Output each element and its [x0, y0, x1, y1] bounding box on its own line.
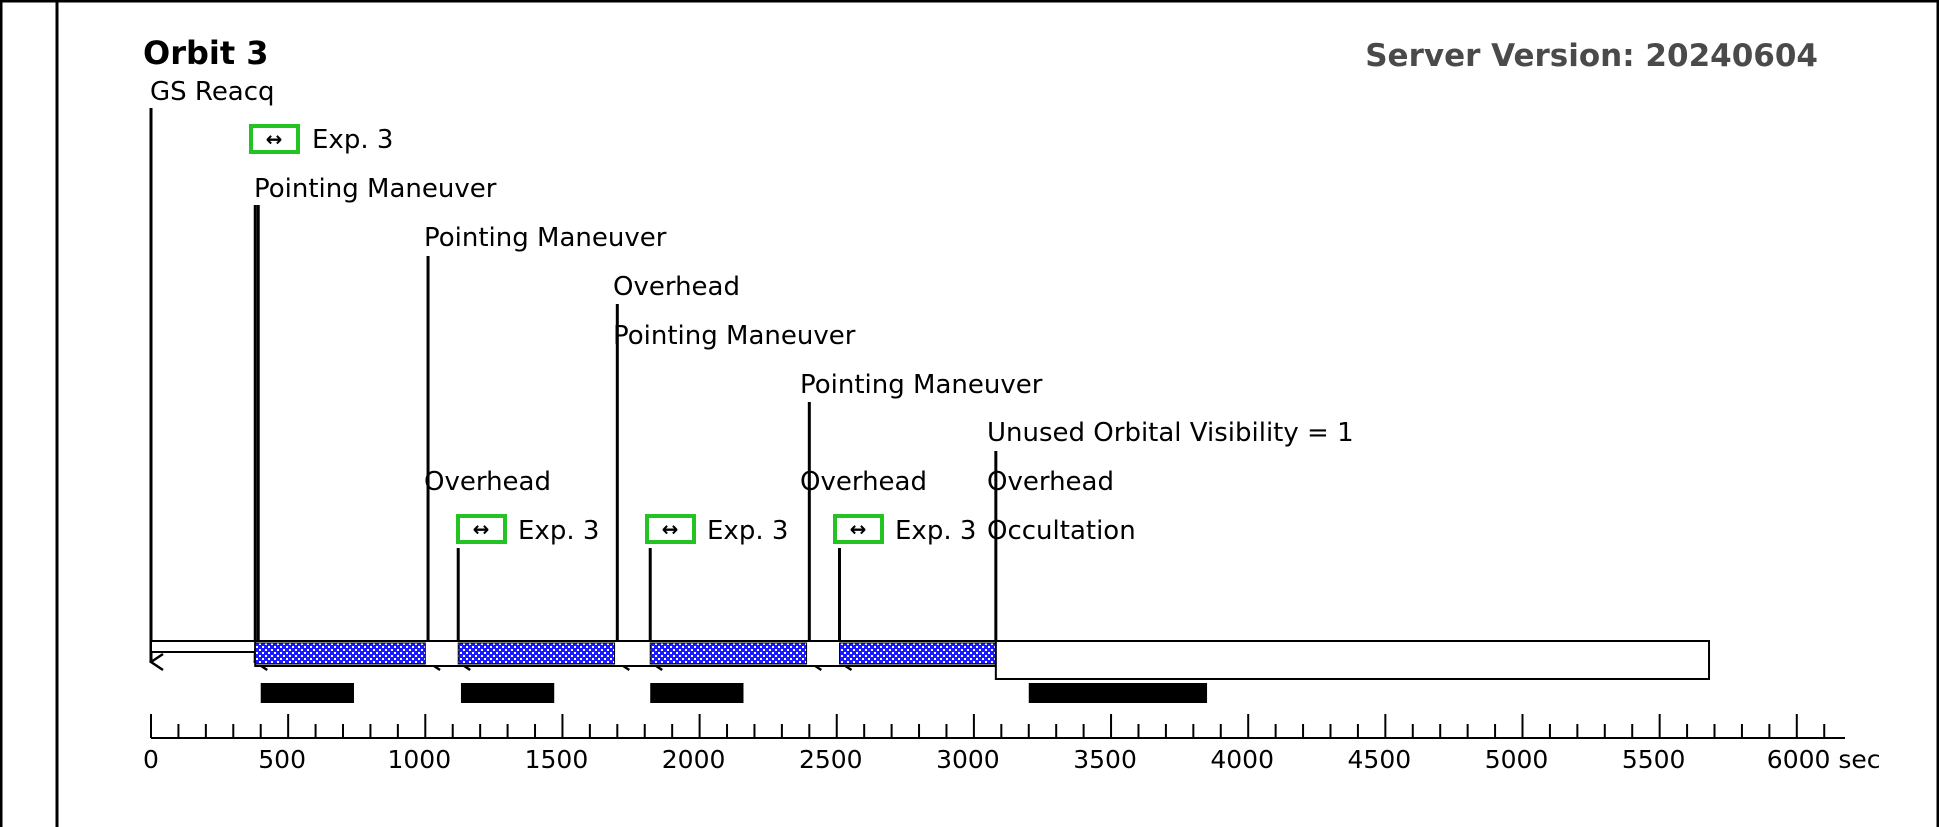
time-axis: 0 500 1000 1500 2000 2500 3000 3500 4000 4500 5000…	[143, 714, 1881, 774]
timeline-bars	[150, 640, 1711, 703]
axis-tick-label: 3500	[1073, 745, 1137, 774]
exposure-icon-1: ↔	[249, 124, 300, 154]
label-unused-visibility: Unused Orbital Visibility = 1	[987, 418, 1354, 448]
black-bar	[1028, 683, 1208, 703]
axis-tick-label: 2500	[799, 745, 863, 774]
axis-tick-label: 5500	[1622, 745, 1686, 774]
axis-tick-label: 500	[258, 745, 306, 774]
label-pointing-maneuver-3: Pointing Maneuver	[613, 321, 856, 351]
exposure-bar	[838, 642, 997, 665]
label-exp-2: Exp. 3	[518, 516, 599, 546]
axis-tick-label: 5000	[1485, 745, 1549, 774]
axis-tick-label: 0	[143, 745, 159, 774]
label-exp-3: Exp. 3	[707, 516, 788, 546]
exposure-bar	[457, 642, 616, 665]
svg-text:↔: ↔	[850, 517, 867, 541]
axis-tick-label: 4500	[1348, 745, 1412, 774]
page-title: Orbit 3	[143, 34, 269, 72]
exposure-bar	[649, 642, 808, 665]
axis-tick-label: 2000	[662, 745, 726, 774]
marker-arrows	[151, 108, 996, 662]
svg-text:↔: ↔	[266, 127, 283, 151]
label-pointing-maneuver-1: Pointing Maneuver	[254, 174, 497, 204]
svg-text:↔: ↔	[662, 517, 679, 541]
occultation-bar	[994, 640, 1711, 680]
black-bar	[260, 683, 354, 703]
black-bar	[650, 683, 744, 703]
svg-text:↔: ↔	[473, 517, 490, 541]
black-bar	[460, 683, 555, 703]
label-overhead-3: Overhead	[800, 467, 927, 497]
exposure-bar	[254, 642, 426, 665]
server-version: Server Version: 20240604	[1365, 38, 1818, 74]
bar-gs-reacq-segment	[150, 640, 257, 653]
label-gs-reacq: GS Reacq	[150, 77, 275, 107]
axis-tick-label: 1000	[387, 745, 451, 774]
exposure-icon-3: ↔	[645, 514, 696, 544]
label-occultation: Occultation	[987, 516, 1136, 546]
label-pointing-maneuver-2: Pointing Maneuver	[424, 223, 667, 253]
label-overhead-1: Overhead	[613, 272, 740, 302]
axis-tick-label: 1500	[525, 745, 589, 774]
label-pointing-maneuver-4: Pointing Maneuver	[800, 370, 1043, 400]
axis-tick-label: 6000 sec	[1767, 745, 1881, 774]
label-exp-1: Exp. 3	[312, 125, 393, 155]
exposure-icon-4: ↔	[833, 514, 884, 544]
label-exp-4: Exp. 3	[895, 516, 976, 546]
axis-tick-label: 4000	[1210, 745, 1274, 774]
exposure-icon-2: ↔	[456, 514, 507, 544]
axis-tick-label: 3000	[936, 745, 1000, 774]
label-overhead-2: Overhead	[424, 467, 551, 497]
label-overhead-4: Overhead	[987, 467, 1114, 497]
